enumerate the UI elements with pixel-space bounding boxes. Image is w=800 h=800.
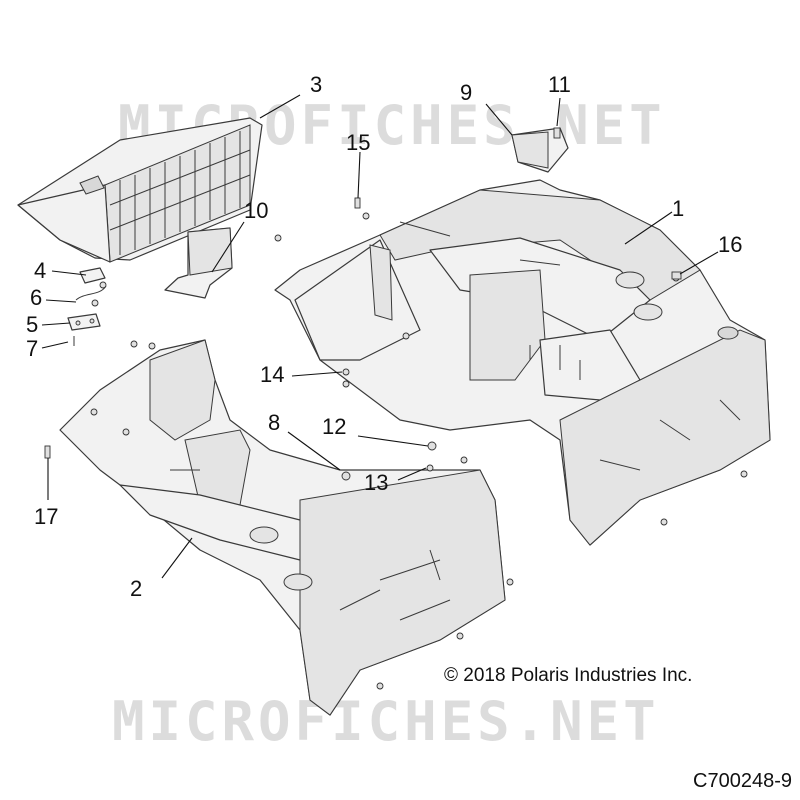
callout-16: 16 [718, 232, 743, 257]
part-3-storage-lid [17, 117, 263, 263]
part-1-rear-rack [274, 179, 771, 546]
callout-14: 14 [260, 362, 285, 387]
callout-11: 11 [548, 72, 571, 97]
callout-15: 15 [346, 130, 371, 155]
leader-lines [41, 94, 719, 579]
callout-1: 1 [672, 196, 685, 221]
callout-3: 3 [310, 72, 323, 97]
part-10-bracket [164, 227, 233, 299]
parts-4-to-7-hardware [67, 267, 107, 346]
callout-13: 13 [364, 470, 389, 495]
part-9-bracket [511, 127, 569, 173]
copyright-notice: © 2018 Polaris Industries Inc. [444, 665, 693, 686]
callout-17: 17 [34, 504, 59, 529]
callout-6: 6 [30, 285, 43, 310]
callout-4: 4 [34, 258, 47, 283]
callout-10: 10 [244, 198, 269, 223]
callout-5: 5 [26, 312, 39, 337]
callout-9: 9 [460, 80, 473, 105]
part-2-floor-body [59, 339, 514, 716]
figure-code: C700248-9 [693, 770, 792, 792]
callout-7: 7 [26, 336, 39, 361]
callout-12: 12 [322, 414, 347, 439]
watermark-bottom: MICROFICHES.NET [112, 690, 660, 753]
callout-8: 8 [268, 410, 281, 435]
callout-2: 2 [130, 576, 143, 601]
